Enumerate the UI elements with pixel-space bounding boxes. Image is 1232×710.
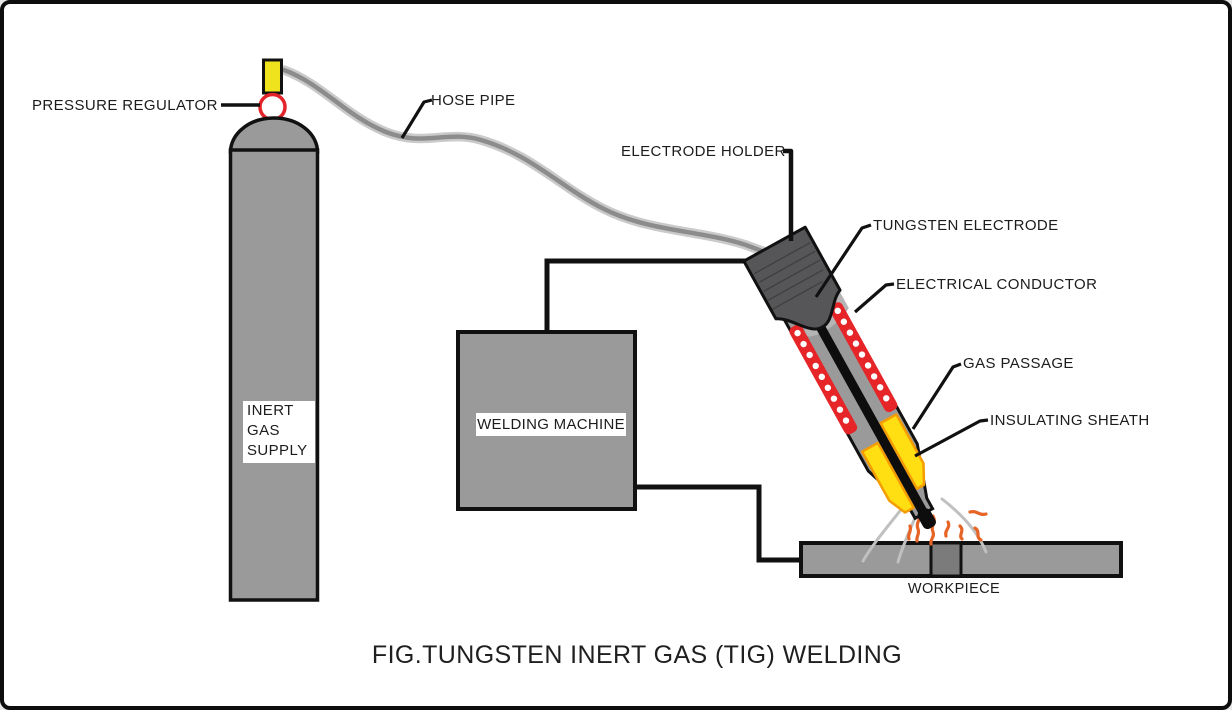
tungsten-electrode-rod [796,289,936,530]
label-pressure-regulator: PRESSURE REGULATOR [32,97,218,114]
label-welding-machine: WELDING MACHINE [476,413,626,436]
electrical-conductor-strips [789,302,898,435]
leader-lines [221,98,989,458]
leader-electrode-holder [783,148,794,241]
label-electrode-holder: ELECTRODE HOLDER [621,143,786,160]
figure-caption: FIG.TUNGSTEN INERT GAS (TIG) WELDING [371,641,903,669]
gas-supply-line-3: SUPPLY [247,442,308,459]
leader-electrical-conductor [853,282,895,314]
cylinder-dome [228,116,320,154]
welding-torch [742,225,936,530]
gas-supply-line-2: GAS [247,422,280,439]
welding-machine: WELDING MACHINE [456,330,637,511]
leader-tungsten-electrode [814,223,872,298]
label-workpiece: WORKPIECE [907,581,1001,597]
cable-machine-to-torch [544,258,751,353]
leader-hose-pipe [400,98,433,139]
leader-gas-passage [911,362,962,430]
label-electrical-conductor: ELECTRICAL CONDUCTOR [896,276,1098,293]
cylinder-body [228,148,320,602]
diagram-linework [221,58,1123,602]
label-hose-pipe: HOSE PIPE [431,92,516,109]
hose-pipe [279,65,775,259]
cylinder-valve [262,58,283,95]
gas-cylinder [228,58,320,602]
electrode-holder-cap [742,225,842,331]
gas-supply-line-1: INERT [247,402,294,419]
gas-passage-right [879,413,926,490]
label-tungsten-electrode: TUNGSTEN ELECTRODE [873,217,1059,234]
label-insulating-sheath: INSULATING SHEATH [990,412,1150,429]
leader-insulating-sheath [914,418,989,458]
cable-machine-to-workpiece [609,484,802,563]
weld-seam [929,541,963,578]
label-inert-gas-supply: INERT GAS SUPPLY [243,401,315,463]
workpiece [799,541,1123,578]
label-gas-passage: GAS PASSAGE [963,355,1074,372]
gas-passage-left [860,441,915,514]
pressure-regulator-knob [258,92,287,122]
